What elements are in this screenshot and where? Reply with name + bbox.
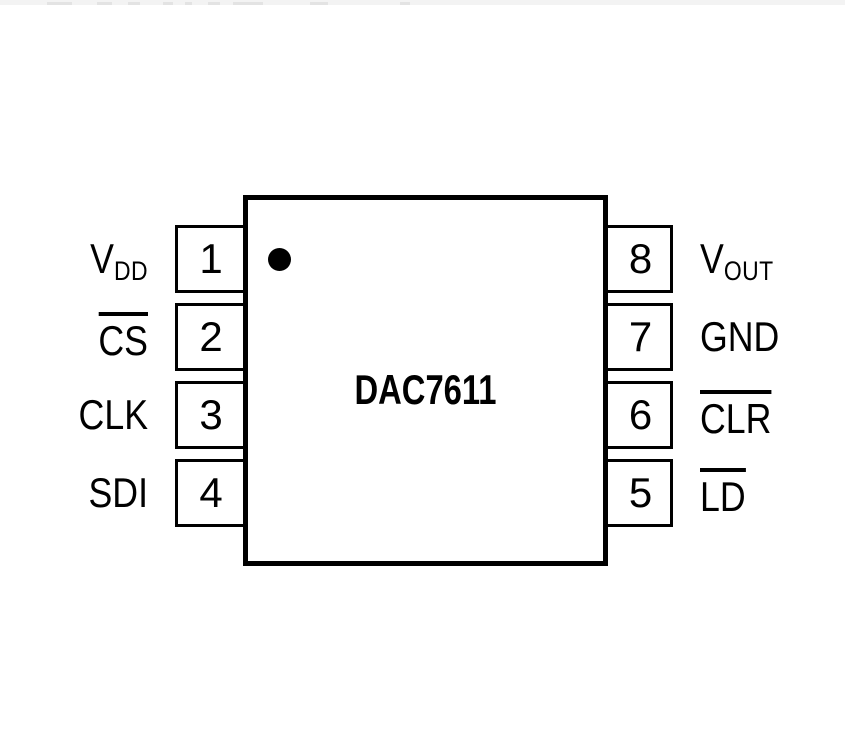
artifact-dash bbox=[128, 2, 140, 5]
artifact-dash bbox=[97, 2, 112, 5]
top-edge-artifact bbox=[0, 0, 845, 5]
artifact-dash bbox=[185, 2, 192, 5]
pin-label-text: CLK bbox=[78, 391, 148, 438]
pin1-indicator-dot-icon bbox=[268, 248, 291, 271]
chip-title: DAC7611 bbox=[354, 366, 497, 413]
pin-label-text: CLR bbox=[700, 390, 772, 440]
pin-label-clr: CLR bbox=[700, 385, 836, 445]
pin-number-4: 4 bbox=[199, 469, 223, 516]
pin-number-1: 1 bbox=[199, 235, 223, 282]
pin-number-3: 3 bbox=[199, 391, 223, 438]
pin-label-text: SDI bbox=[88, 469, 148, 516]
pin-box-1: 1 bbox=[175, 225, 247, 293]
artifact-dash bbox=[400, 2, 410, 5]
pin-label-subscript: DD bbox=[114, 255, 148, 286]
pin-label-cs: CS bbox=[22, 307, 148, 367]
pin-box-6: 6 bbox=[601, 381, 673, 449]
pin-label-text: CS bbox=[98, 312, 148, 362]
pin-box-8: 8 bbox=[601, 225, 673, 293]
pin-label-text: V bbox=[90, 235, 114, 282]
pin-label-text: LD bbox=[700, 468, 746, 518]
pin-label-ld: LD bbox=[700, 463, 836, 523]
pin-label-subscript: OUT bbox=[723, 255, 774, 286]
pin-number-6: 6 bbox=[628, 391, 653, 438]
artifact-dash bbox=[163, 2, 173, 5]
pin-box-7: 7 bbox=[601, 303, 673, 371]
pin-label-sdi: SDI bbox=[22, 463, 148, 523]
pin-box-3: 3 bbox=[175, 381, 247, 449]
artifact-dash bbox=[208, 2, 220, 5]
pin-label-clk: CLK bbox=[22, 385, 148, 445]
pin-box-4: 4 bbox=[175, 459, 247, 527]
pin-label-text: V bbox=[700, 235, 724, 282]
pin-number-2: 2 bbox=[199, 313, 223, 360]
pin-number-8: 8 bbox=[628, 235, 653, 282]
artifact-dash bbox=[233, 2, 263, 5]
artifact-dash bbox=[310, 2, 328, 5]
pin-number-7: 7 bbox=[628, 313, 653, 360]
pin-label-text: GND bbox=[700, 313, 780, 360]
pin-label-gnd: GND bbox=[700, 307, 836, 367]
pin-box-5: 5 bbox=[601, 459, 673, 527]
pin-number-5: 5 bbox=[628, 469, 653, 516]
artifact-dash bbox=[47, 2, 72, 5]
pin-box-2: 2 bbox=[175, 303, 247, 371]
chip-body bbox=[243, 195, 608, 566]
